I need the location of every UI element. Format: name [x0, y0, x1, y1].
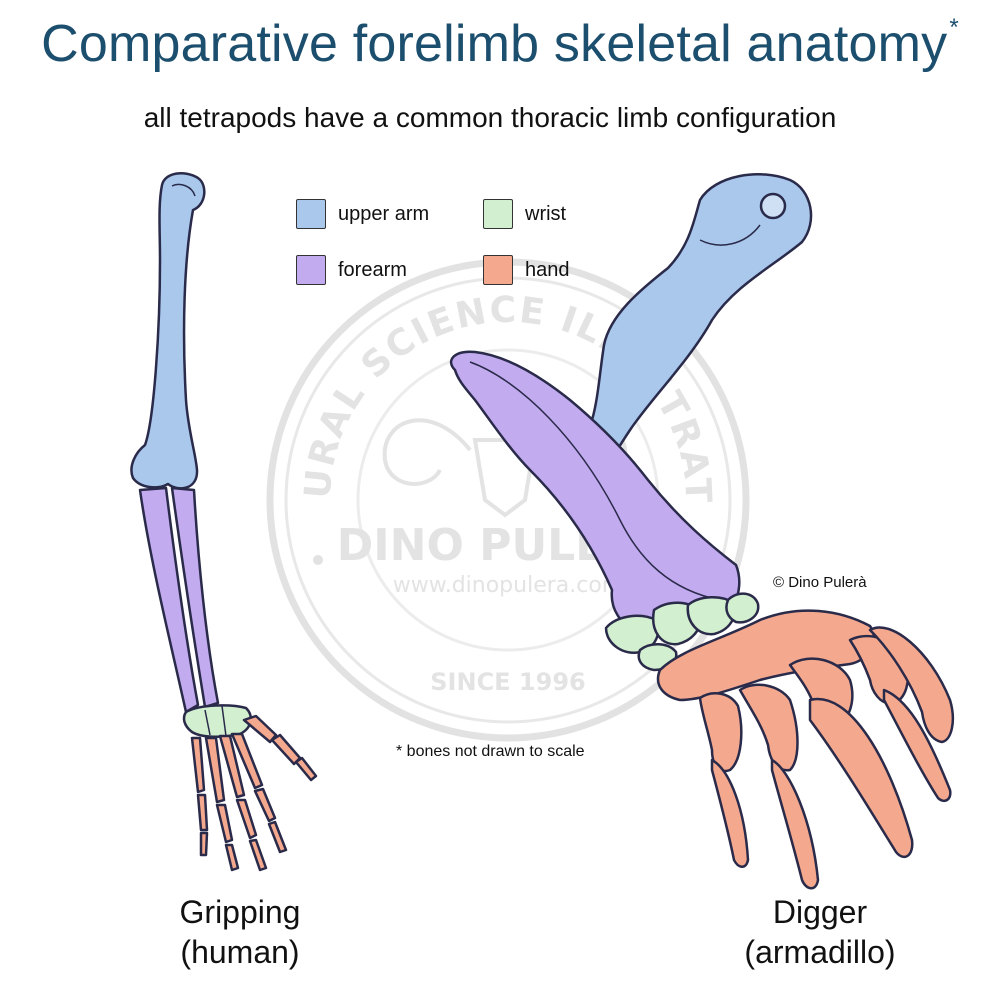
caption-armadillo-line2: (armadillo)	[744, 934, 896, 970]
watermark-since: SINCE 1996	[430, 668, 585, 696]
armadillo-upper-arm	[573, 173, 813, 481]
human-forelimb	[130, 172, 318, 872]
watermark-url: www.dinopulera.com	[393, 573, 624, 598]
title-asterisk: *	[949, 14, 959, 41]
watermark-dot-left	[313, 555, 323, 565]
legend-label-forearm: forearm	[338, 258, 407, 281]
legend-swatch-upper-arm	[296, 199, 326, 229]
caption-human: Gripping (human)	[140, 892, 340, 972]
human-wrist	[182, 704, 253, 738]
legend-swatch-forearm	[296, 255, 326, 285]
armadillo-forearm	[449, 350, 741, 634]
legend-label-wrist: wrist	[525, 202, 567, 225]
legend-label-hand: hand	[525, 258, 570, 281]
human-upper-arm	[130, 172, 206, 490]
page-title: Comparative forelimb skeletal anatomy*	[0, 14, 1000, 74]
legend-forearm: forearm	[296, 255, 407, 285]
caption-human-line1: Gripping	[179, 894, 301, 930]
subtitle: all tetrapods have a common thoracic lim…	[143, 102, 837, 133]
legend-swatch-hand	[483, 255, 513, 285]
human-forearm	[138, 486, 220, 714]
legend-hand: hand	[483, 255, 570, 285]
legend-upper-arm: upper arm	[296, 199, 429, 229]
caption-human-line2: (human)	[180, 934, 300, 970]
legend-label-upper-arm: upper arm	[338, 202, 430, 225]
armadillo-hand	[656, 609, 954, 890]
caption-armadillo-line1: Digger	[772, 894, 868, 930]
legend-wrist: wrist	[483, 199, 566, 229]
armadillo-forelimb	[449, 173, 954, 890]
legend-swatch-wrist	[483, 199, 513, 229]
caption-armadillo: Digger (armadillo)	[720, 892, 920, 972]
scale-note: * bones not drawn to scale	[396, 743, 585, 760]
copyright-credit: © Dino Pulerà	[773, 574, 867, 591]
human-hand	[190, 714, 318, 872]
title-text: Comparative forelimb skeletal anatomy	[41, 15, 948, 73]
